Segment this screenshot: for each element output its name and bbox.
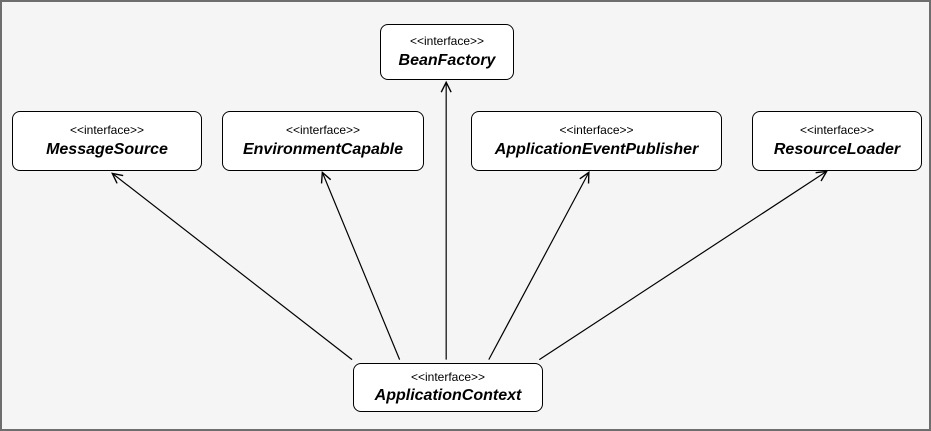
edge-applicationcontext-resourceloader[interactable] <box>538 170 828 361</box>
edge-applicationcontext-applicationeventpublisher[interactable] <box>488 171 590 360</box>
node-messagesource[interactable]: <<interface>> MessageSource <box>12 111 202 171</box>
node-applicationeventpublisher[interactable]: <<interface>> ApplicationEventPublisher <box>471 111 722 171</box>
resourceloader-stereotype: <<interface>> <box>799 123 875 137</box>
node-environmentcapable[interactable]: <<interface>> EnvironmentCapable <box>222 111 424 171</box>
applicationcontext-name: ApplicationContext <box>374 387 522 404</box>
resourceloader-name: ResourceLoader <box>773 141 901 158</box>
applicationeventpublisher-name: ApplicationEventPublisher <box>494 141 699 158</box>
environmentcapable-name: EnvironmentCapable <box>242 141 404 158</box>
edge-applicationcontext-messagesource[interactable] <box>111 172 353 361</box>
edge-applicationcontext-environmentcapable[interactable] <box>320 170 401 360</box>
applicationeventpublisher-stereotype: <<interface>> <box>559 123 634 137</box>
beanfactory-name: BeanFactory <box>398 52 496 69</box>
environmentcapable-stereotype: <<interface>> <box>285 123 361 137</box>
beanfactory-stereotype: <<interface>> <box>409 34 485 48</box>
applicationcontext-stereotype: <<interface>> <box>410 370 486 384</box>
messagesource-stereotype: <<interface>> <box>69 123 145 137</box>
messagesource-name: MessageSource <box>46 141 168 158</box>
node-beanfactory[interactable]: <<interface>> BeanFactory <box>380 24 514 80</box>
node-applicationcontext[interactable]: <<interface>> ApplicationContext <box>353 363 543 412</box>
node-resourceloader[interactable]: <<interface>> ResourceLoader <box>752 111 922 171</box>
